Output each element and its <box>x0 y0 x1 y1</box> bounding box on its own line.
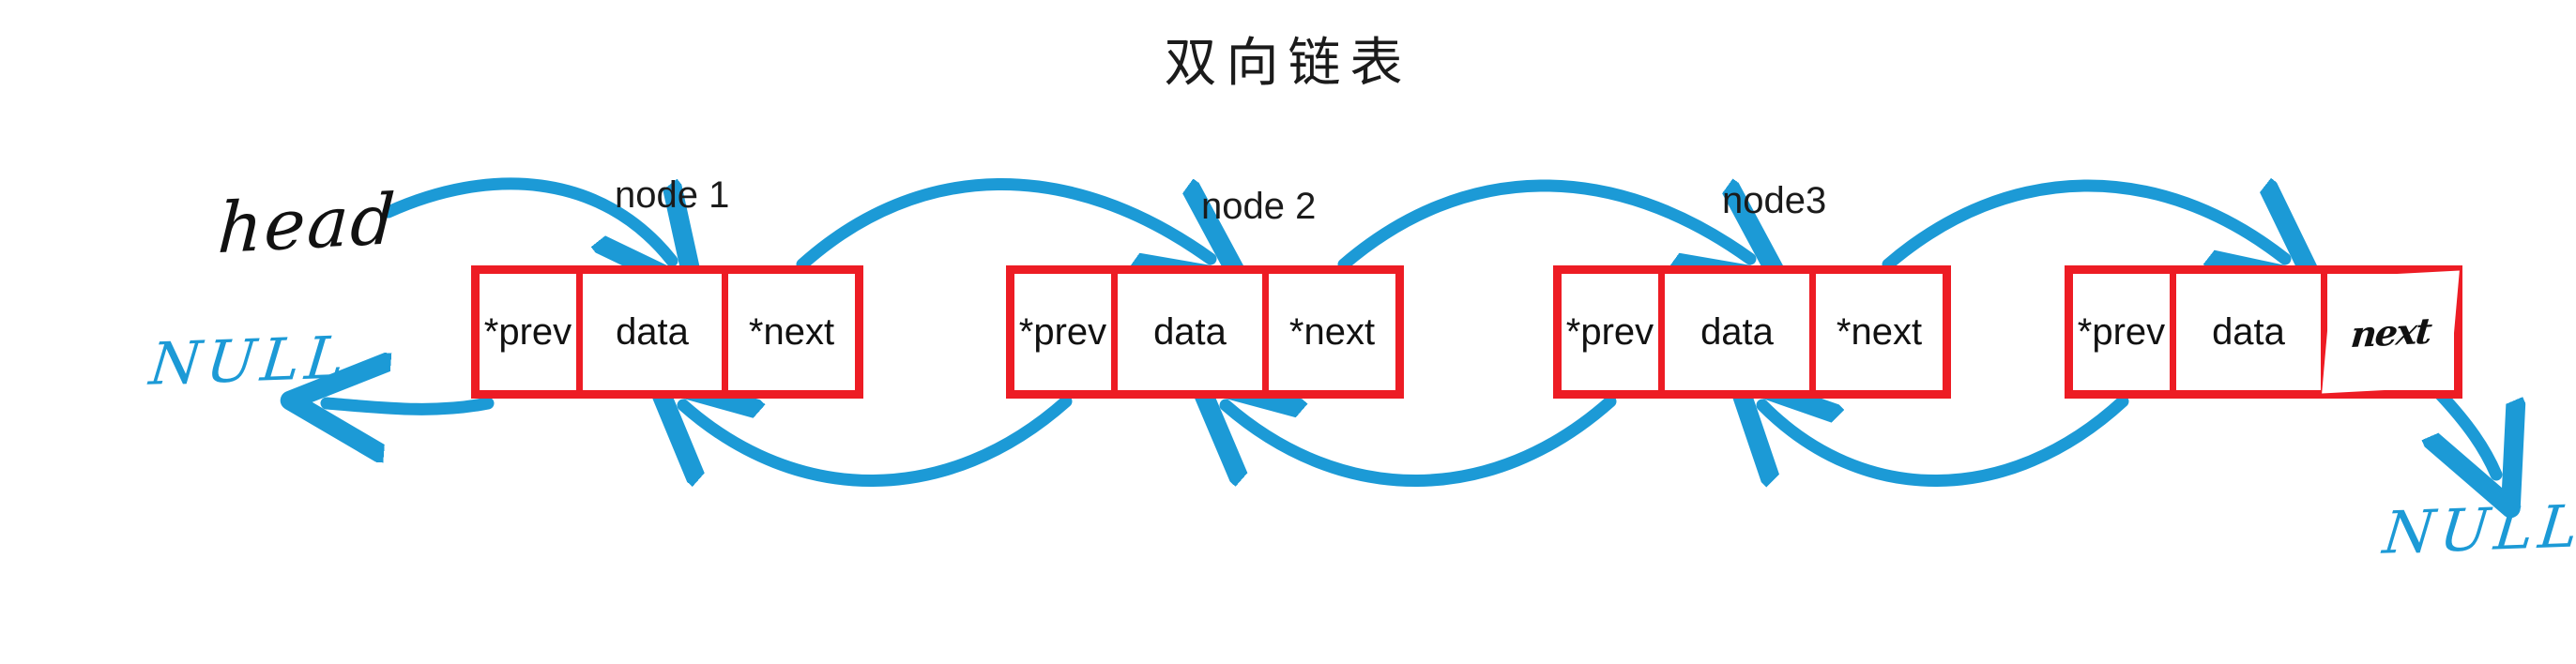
node-3-data-cell: data <box>1665 274 1816 390</box>
node-4-prev-cell: *prev <box>2073 274 2176 390</box>
node-4-next-cell: next <box>2322 270 2460 394</box>
arrow-prev-node2-node1 <box>683 401 1073 487</box>
arrow-prev-node4-node3 <box>1762 401 2129 481</box>
arrow-next-node1-node2 <box>796 178 1211 264</box>
node-label-1: node 1 <box>615 174 730 216</box>
node-2-next-cell: *next <box>1269 274 1395 390</box>
page-title: 双向链表 <box>1164 33 1412 94</box>
arrow-prev-node3-node2 <box>1226 401 1617 487</box>
null-label-right: NULL <box>2380 491 2576 567</box>
node-1-next-cell: *next <box>728 274 855 390</box>
head-label: head <box>215 178 400 270</box>
node-1: *prev data *next <box>471 265 863 399</box>
node-3: *prev data *next <box>1553 265 1951 399</box>
node-2-prev-cell: *prev <box>1014 274 1118 390</box>
node-4-data-cell: data <box>2176 274 2327 390</box>
node-4: *prev data next <box>2065 265 2462 399</box>
node-label-3: node3 <box>1722 180 1827 221</box>
arrow-prev-node1-null <box>327 403 495 409</box>
arrow-next-node4-null <box>2440 387 2496 475</box>
node-1-data-cell: data <box>583 274 728 390</box>
null-label-left: NULL <box>146 323 354 399</box>
node-1-prev-cell: *prev <box>480 274 583 390</box>
node-2: *prev data *next <box>1006 265 1404 399</box>
arrow-next-node2-node3 <box>1337 186 1750 264</box>
node-3-next-cell: *next <box>1816 274 1943 390</box>
node-label-2: node 2 <box>1201 186 1317 227</box>
node-3-prev-cell: *prev <box>1562 274 1665 390</box>
node-2-data-cell: data <box>1118 274 1269 390</box>
arrow-next-node3-node4 <box>1882 186 2285 264</box>
